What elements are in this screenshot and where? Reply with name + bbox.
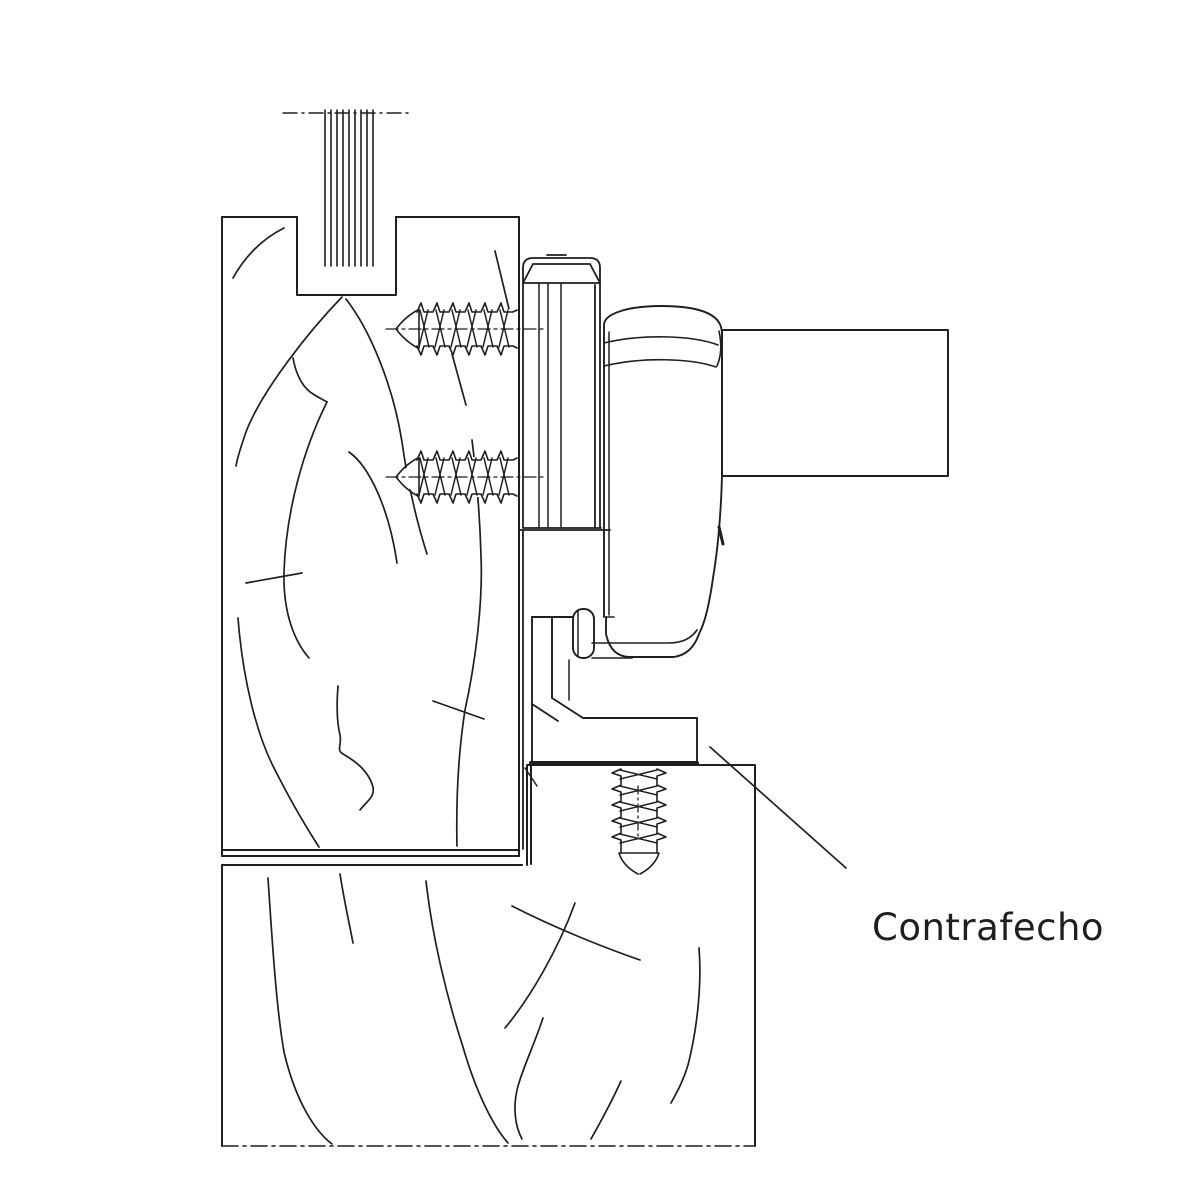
faceplate-cap — [522, 257, 601, 284]
strike-bar — [582, 717, 698, 763]
latch-bolt — [721, 329, 949, 477]
keeper-inner-edge — [568, 610, 579, 701]
keeper-loop — [572, 608, 595, 659]
mounting-screw-upper — [385, 302, 547, 356]
contrafecho-label: Contrafecho — [872, 906, 1104, 949]
faceplate-body — [522, 282, 602, 529]
lock-body-cap-side — [716, 330, 722, 367]
lower-block-step — [526, 765, 532, 866]
lock-body — [591, 305, 725, 659]
mounting-screw-lower — [385, 450, 547, 504]
faceplate-cap-bevel — [522, 263, 601, 284]
lock-body-inner-edge — [605, 331, 615, 618]
cable-notch — [296, 216, 397, 296]
lock-body-cap-lines — [603, 336, 719, 368]
lock-faceplate — [518, 254, 611, 850]
wire-bundle — [324, 109, 374, 267]
annotation: Contrafecho — [709, 746, 1104, 949]
upper-wood-block — [221, 216, 520, 857]
lower-block-top-right — [526, 764, 756, 1147]
wire-harness — [282, 109, 411, 267]
leader-line — [709, 746, 847, 869]
lock-body-right-bottom — [605, 475, 723, 658]
step-tick — [524, 767, 538, 787]
latch-bolt-outline — [721, 329, 949, 477]
strike-screw — [611, 766, 667, 876]
lower-wood-block — [221, 764, 756, 1147]
strike-stem — [531, 616, 553, 762]
side-notch — [717, 525, 725, 546]
strike-bend — [531, 697, 584, 722]
faceplate-ribs — [538, 282, 562, 529]
wood-grain-lower — [267, 873, 701, 1145]
wood-grain-upper — [232, 227, 510, 848]
lock-body-left-top — [603, 305, 723, 618]
mortise-edge — [518, 529, 611, 850]
hook-mouth-lines — [591, 629, 698, 659]
strike-plate — [529, 608, 699, 765]
upper-block-bottom-edge — [221, 849, 520, 857]
upper-block-side-edges — [221, 216, 520, 857]
